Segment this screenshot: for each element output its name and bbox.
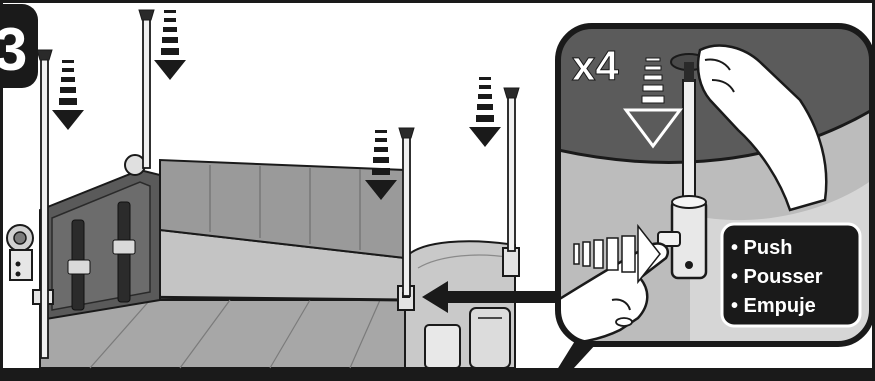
step-number: 3 [0, 16, 27, 83]
detail-callout: x4 • Push • Pousser • Empuje [550, 26, 872, 381]
quantity-multiplier: x4 [572, 42, 619, 89]
bottom-band [0, 368, 875, 381]
action-push: • Push [731, 237, 792, 259]
action-empuje: • Empuje [731, 295, 816, 317]
action-pousser: • Pousser [731, 266, 823, 288]
action-label: • Push • Pousser • Empuje [722, 224, 860, 326]
step-badge: 3 [0, 4, 38, 88]
